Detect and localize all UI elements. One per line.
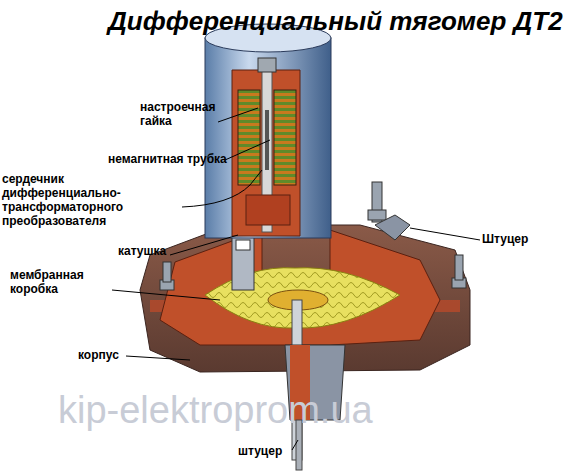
part-label: настроечная гайка [140, 100, 220, 128]
part-label: катушка [118, 244, 178, 258]
part-label: корпус [78, 348, 128, 362]
part-label: сердечник дифференциально-трансформаторн… [2, 172, 184, 228]
part-label: немагнитная трубка [108, 152, 228, 166]
part-label: штуцер [238, 444, 298, 458]
watermark: kip-elektroprom.ua [58, 390, 373, 430]
part-label: мембранная коробка [10, 268, 110, 296]
diagram-title: Дифференциальный тягомер ДТ2 [108, 6, 563, 36]
part-label: Штуцер [482, 232, 552, 246]
